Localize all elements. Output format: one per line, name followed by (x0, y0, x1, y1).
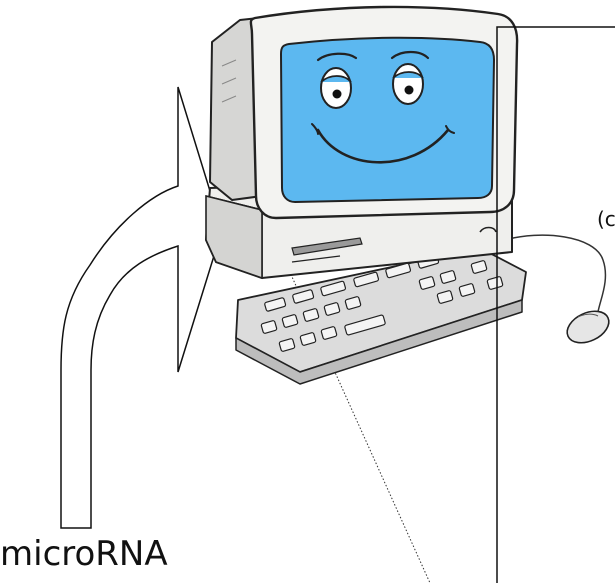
microrna-label: microRNA (0, 532, 168, 576)
monitor-screen (281, 38, 494, 202)
mouse-icon (562, 305, 614, 349)
left-eye (321, 68, 351, 108)
right-pupil (405, 86, 414, 95)
right-eye (393, 64, 423, 104)
curved-arrow-icon (61, 87, 222, 528)
partial-callout-text: (c (597, 206, 615, 232)
left-pupil (333, 90, 342, 99)
smiling-computer-icon (206, 7, 614, 384)
